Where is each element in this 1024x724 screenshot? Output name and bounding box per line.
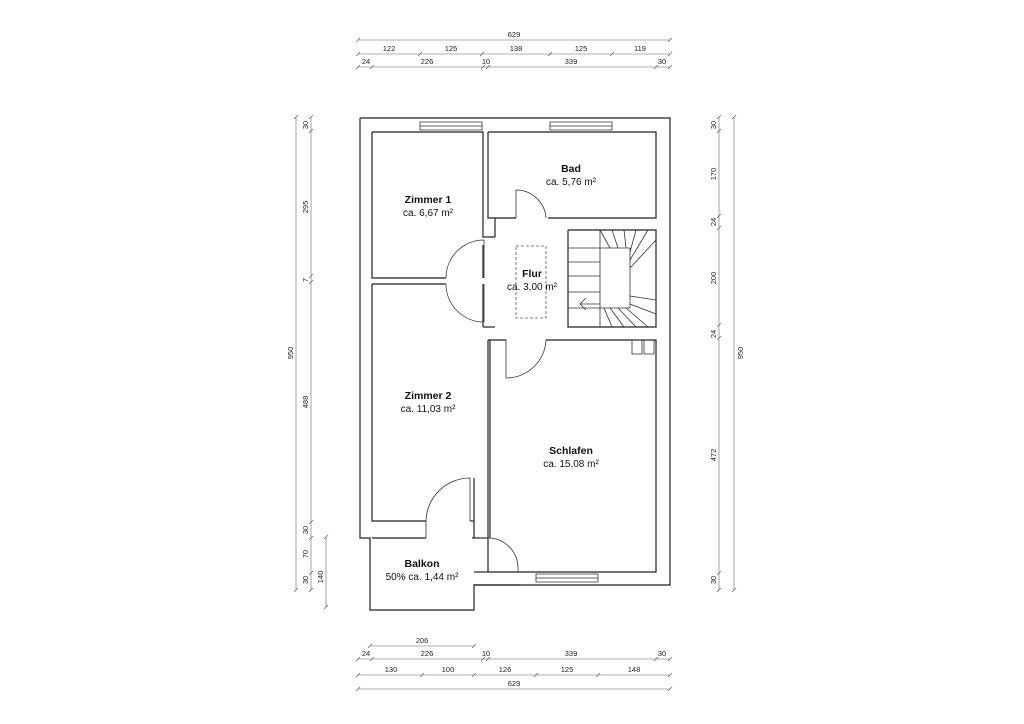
door-zimmer2 bbox=[446, 284, 484, 322]
dim-top-r2-0: 24 bbox=[362, 57, 370, 66]
door-zimmer1 bbox=[446, 240, 484, 278]
dim-top-r2-2: 10 bbox=[482, 57, 490, 66]
dim-right-seg-0: 30 bbox=[709, 121, 718, 129]
flur-stair-void bbox=[516, 246, 546, 318]
door-balkon bbox=[426, 478, 470, 538]
dim-bottom-balkon: 206 bbox=[416, 636, 429, 645]
doors bbox=[426, 190, 546, 572]
room-zimmer1-area: ca. 6,67 m² bbox=[403, 208, 454, 219]
room-bad-area: ca. 5,76 m² bbox=[546, 177, 597, 188]
dim-left-seg-6: 30 bbox=[301, 576, 310, 584]
door-schlafen bbox=[506, 340, 546, 378]
dim-top-total: 629 bbox=[508, 30, 521, 39]
dim-bottom-r2-4: 148 bbox=[628, 665, 641, 674]
bottom-dimensions: 206 24 226 10 339 30 130 100 126 125 148… bbox=[356, 636, 672, 691]
shaft bbox=[632, 340, 654, 354]
dim-bottom-r2-3: 125 bbox=[561, 665, 574, 674]
left-dimensions: 950 30 295 7 488 30 70 30 140 bbox=[286, 115, 328, 609]
room-zimmer1-name: Zimmer 1 bbox=[405, 194, 452, 206]
dim-left-seg-1: 295 bbox=[301, 201, 310, 214]
dim-top-r1-0: 122 bbox=[383, 44, 396, 53]
room-bad-name: Bad bbox=[561, 163, 581, 175]
dim-top-r1-2: 138 bbox=[510, 44, 523, 53]
room-schlafen-area: ca. 15,08 m² bbox=[543, 459, 599, 470]
dim-right-seg-5: 472 bbox=[709, 449, 718, 462]
dim-right-seg-4: 24 bbox=[709, 330, 718, 338]
room-flur-area: ca. 3,00 m² bbox=[507, 282, 558, 293]
room-labels: Zimmer 1 ca. 6,67 m² Bad ca. 5,76 m² Flu… bbox=[386, 163, 600, 583]
dim-top-r1-1: 125 bbox=[445, 44, 458, 53]
dim-left-seg-5: 70 bbox=[301, 550, 310, 558]
room-balkon-area: 50% ca. 1,44 m² bbox=[386, 572, 459, 583]
dim-top-r1-3: 125 bbox=[575, 44, 588, 53]
dim-bottom-r1-2: 10 bbox=[482, 649, 490, 658]
dim-bottom-r2-1: 100 bbox=[442, 665, 455, 674]
dim-left-outer: 950 bbox=[286, 347, 295, 360]
right-dimensions: 30 170 24 200 24 472 30 950 bbox=[709, 115, 745, 592]
dim-bottom-r1-0: 24 bbox=[362, 649, 370, 658]
dim-left-balkon: 140 bbox=[316, 571, 325, 584]
dim-bottom-r1-1: 226 bbox=[421, 649, 434, 658]
dim-right-seg-3: 200 bbox=[709, 272, 718, 285]
dim-top-r2-1: 226 bbox=[421, 57, 434, 66]
dim-right-seg-6: 30 bbox=[709, 576, 718, 584]
staircase bbox=[568, 230, 656, 327]
dim-left-seg-3: 488 bbox=[301, 396, 310, 409]
dim-left-seg-2: 7 bbox=[301, 278, 310, 282]
room-schlafen-name: Schlafen bbox=[549, 445, 593, 457]
dim-left-seg-4: 30 bbox=[301, 526, 310, 534]
dim-right-outer: 950 bbox=[736, 347, 745, 360]
top-dimensions: 629 122 125 138 125 119 24 226 10 339 30 bbox=[356, 30, 672, 69]
dim-bottom-r2-0: 130 bbox=[385, 665, 398, 674]
room-zimmer2-area: ca. 11,03 m² bbox=[401, 404, 457, 415]
dim-bottom-total: 629 bbox=[508, 679, 521, 688]
dim-right-seg-1: 170 bbox=[709, 168, 718, 181]
room-flur-name: Flur bbox=[522, 268, 542, 280]
door-schlafen-balkon bbox=[474, 538, 518, 572]
dim-bottom-r1-4: 30 bbox=[658, 649, 666, 658]
dim-right-seg-2: 24 bbox=[709, 218, 718, 226]
door-bad bbox=[516, 190, 546, 218]
dim-left-seg-0: 30 bbox=[301, 121, 310, 129]
windows bbox=[420, 122, 612, 582]
room-zimmer2-name: Zimmer 2 bbox=[405, 390, 452, 402]
dim-top-r2-4: 30 bbox=[658, 57, 666, 66]
dim-top-r1-4: 119 bbox=[634, 44, 646, 53]
dim-top-r2-3: 339 bbox=[565, 57, 578, 66]
room-balkon-name: Balkon bbox=[404, 558, 439, 570]
walls bbox=[360, 118, 670, 610]
dim-bottom-r2-2: 126 bbox=[499, 665, 512, 674]
dim-bottom-r1-3: 339 bbox=[565, 649, 578, 658]
